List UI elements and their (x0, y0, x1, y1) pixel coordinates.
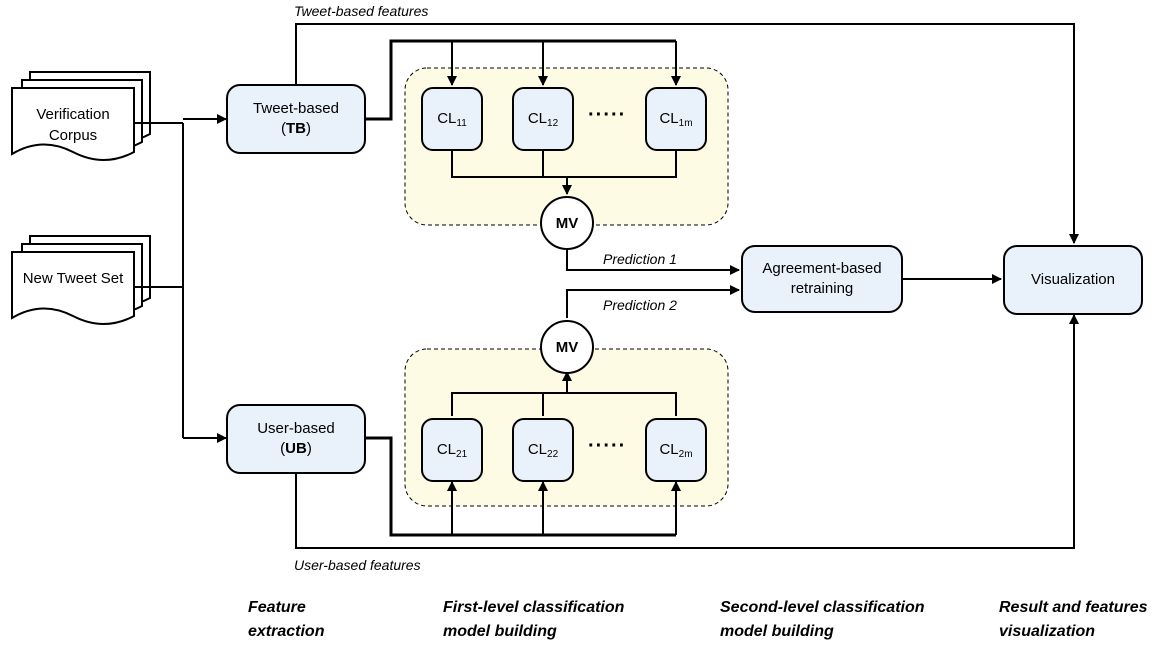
user-based-extractor-label: User-based (257, 420, 335, 437)
edge-bottom-collect (451, 392, 677, 416)
tweet-based-extractor[interactable]: Tweet-based (TB) (226, 84, 366, 154)
stage-feature-extraction: Feature extraction (248, 599, 325, 640)
visualization-node[interactable]: Visualization (1003, 245, 1143, 315)
user-based-extractor[interactable]: User-based (UB) (226, 404, 366, 474)
edge-ub-bus (366, 436, 676, 537)
new-tweet-set-document-icon (11, 235, 151, 325)
verification-corpus-document-icon (11, 71, 151, 161)
classifier-ellipsis-bottom: ····· (588, 435, 627, 457)
stage-second-level: Second-level classification model buildi… (720, 599, 925, 640)
classifier-cl12-label: CL12 (527, 109, 559, 129)
classifier-cl2m-label: CL2m (659, 440, 693, 460)
prediction-2-label: Prediction 2 (603, 297, 677, 313)
agreement-based-retraining[interactable]: Agreement-based retraining (741, 245, 903, 313)
classifier-cl11[interactable]: CL11 (421, 87, 483, 151)
stage-first-level: First-level classification model buildin… (443, 599, 625, 640)
classifier-ellipsis-top: ····· (588, 104, 627, 126)
classifier-cl1m-label: CL1m (659, 109, 693, 129)
tweet-based-features-label: Tweet-based features (294, 3, 429, 19)
classifier-cl11-label: CL11 (437, 109, 467, 129)
tweet-based-extractor-label: Tweet-based (253, 100, 339, 117)
edge-user-features (295, 314, 1079, 549)
classifier-cl12[interactable]: CL12 (512, 87, 574, 151)
classifier-cl2m[interactable]: CL2m (645, 418, 707, 482)
user-based-features-label: User-based features (294, 557, 421, 573)
edge-prediction1 (566, 248, 740, 275)
majority-vote-top[interactable]: MV (540, 196, 594, 250)
user-based-extractor-abbr: (UB) (280, 440, 312, 457)
edge-top-collect (451, 151, 677, 178)
edge-tweet-features (295, 23, 1079, 244)
edge-prediction2 (566, 285, 740, 318)
tweet-based-extractor-abbr: (TB) (281, 120, 311, 137)
prediction-1-label: Prediction 1 (603, 251, 677, 267)
classifier-cl21[interactable]: CL21 (421, 418, 483, 482)
majority-vote-bottom[interactable]: MV (540, 320, 594, 374)
new-tweet-set-label: New Tweet Set (22, 270, 124, 287)
classifier-cl22[interactable]: CL22 (512, 418, 574, 482)
stage-visualization: Result and features visualization (999, 599, 1148, 640)
classifier-cl1m[interactable]: CL1m (645, 87, 707, 151)
verification-corpus-label: Verification Corpus (36, 106, 110, 144)
classifier-cl22-label: CL22 (527, 440, 559, 460)
classifier-cl21-label: CL21 (436, 440, 468, 460)
edge-tb-bus (366, 39, 676, 121)
